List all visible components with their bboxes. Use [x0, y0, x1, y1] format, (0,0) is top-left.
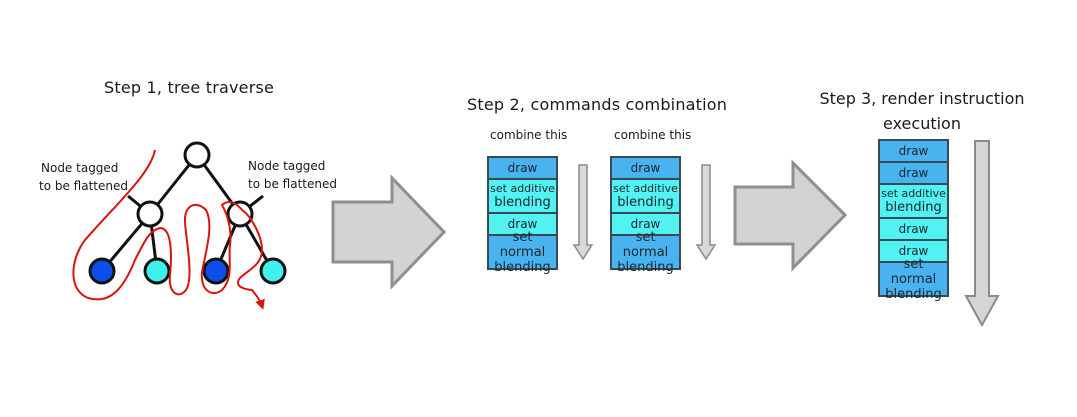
- cmd-draw: draw: [610, 156, 681, 180]
- combine-label-right: combine this: [614, 128, 692, 142]
- step1-title: Step 1, tree traverse: [104, 78, 275, 97]
- traversal-path: [72, 149, 265, 310]
- node-tag-label-left-line-2: to be flattened: [39, 179, 128, 193]
- tree-root-node: [183, 141, 211, 169]
- step3-title-line-2: execution: [883, 114, 961, 133]
- cmd-draw: draw: [878, 217, 949, 241]
- combine-label-left: combine this: [490, 128, 568, 142]
- down-arrow-step2-left: [572, 164, 594, 261]
- tree-tagged-node-right: [226, 200, 254, 228]
- step2-title: Step 2, commands combination: [467, 95, 728, 114]
- node-tag-label-right: Node tagged to be flattened: [248, 157, 337, 193]
- down-arrow-step2-right: [695, 164, 717, 261]
- tree-leaf-light-2: [259, 257, 287, 285]
- big-arrow-2: [733, 159, 848, 272]
- tree-leaf-light-1: [143, 257, 171, 285]
- tree-tagged-node-left: [136, 200, 164, 228]
- down-arrow-step3: [964, 140, 1000, 328]
- step3-title: Step 3, render instruction execution: [810, 86, 1034, 136]
- cmd-draw: draw: [610, 212, 681, 236]
- big-arrow-1: [331, 174, 447, 290]
- cmd-draw: draw: [878, 139, 949, 163]
- cmd-draw: draw: [487, 156, 558, 180]
- cmd-draw: draw: [878, 161, 949, 185]
- node-tag-label-right-line-2: to be flattened: [248, 177, 337, 191]
- node-tag-label-left: Node tagged to be flattened: [39, 159, 128, 195]
- node-tag-label-left-line-1: Node tagged: [41, 161, 119, 175]
- tree-leaf-dark-1: [88, 257, 116, 285]
- cmd-draw: draw: [878, 239, 949, 263]
- tree-leaf-dark-2: [202, 257, 230, 285]
- node-tag-label-right-line-1: Node tagged: [248, 159, 326, 173]
- step3-title-line-1: Step 3, render instruction: [819, 89, 1025, 108]
